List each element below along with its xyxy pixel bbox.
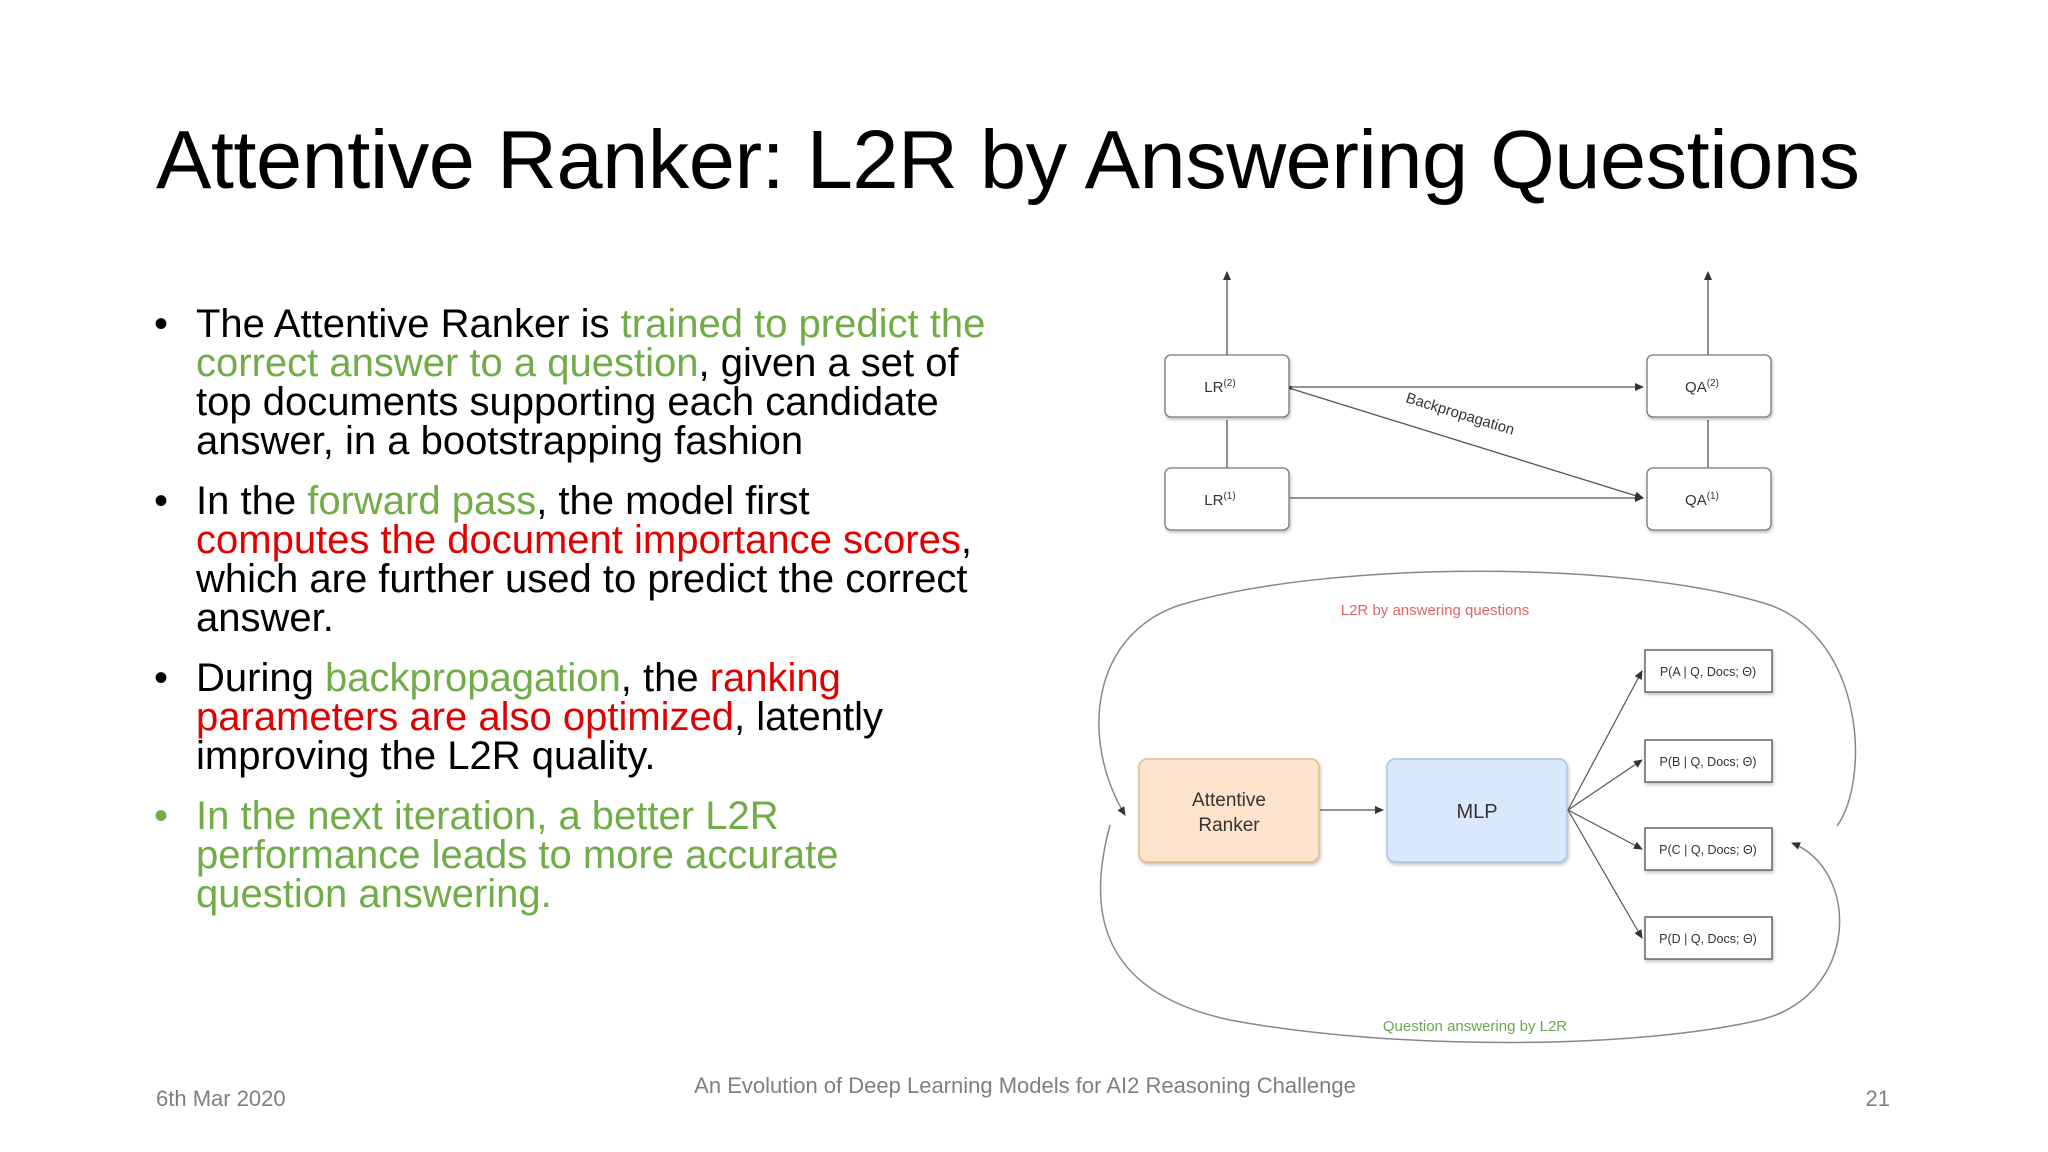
diagram: Backpropagation LR(2) LR(1) QA(2) QA(1) … (1098, 271, 1857, 1044)
bullet-text-segment: , given a set of top documents supportin… (196, 341, 959, 463)
mlp-out-d-arrow (1567, 809, 1643, 939)
loop-bottom (1099, 824, 1841, 1044)
slide-title: Attentive Ranker: L2R by Answering Quest… (156, 113, 1860, 206)
top-diagram: Backpropagation LR(2) LR(1) QA(2) QA(1) (1164, 271, 1772, 531)
qa1-node (1646, 467, 1772, 531)
bullet-text-segment: forward pass (307, 479, 537, 523)
bullet-text-segment: ranking parameters are also optimized (196, 656, 841, 739)
bullet-text-segment: , latently improving the L2R quality. (196, 695, 883, 778)
backprop-arrow (1283, 382, 1644, 500)
output-b-node (1644, 739, 1773, 783)
bullet-text-segment: During (196, 656, 325, 700)
bullet-text-segment: , which are further used to predict the … (196, 518, 972, 640)
qa1-label: QA(1) (1685, 491, 1719, 509)
qa2-node (1646, 354, 1772, 418)
bullet-text-segment: In the next iteration, a better L2R perf… (196, 794, 839, 916)
qa2-label: QA(2) (1685, 378, 1719, 396)
mlp-out-c-arrow (1567, 809, 1643, 850)
loop-top-label: L2R by answering questions (1341, 602, 1529, 619)
bullet-list: • The Attentive Ranker is trained to pred… (150, 302, 990, 935)
output-a-label: P(A | Q, Docs; Θ) (1660, 665, 1756, 679)
bullet-text-segment: In the (196, 479, 308, 523)
attentive-ranker-node (1138, 758, 1320, 863)
bullet-dot: • (154, 656, 169, 700)
bullet-item: • During backpropagation, the ranking par… (150, 656, 990, 778)
bullet-item: • In the next iteration, a better L2R per… (150, 794, 990, 916)
footer-date: 6th Mar 2020 (156, 1086, 286, 1111)
loop-bottom-label: Question answering by L2R (1383, 1018, 1567, 1035)
lr1-node (1164, 467, 1290, 531)
output-c-node (1644, 827, 1773, 871)
bullet-text-segment: , the (620, 656, 710, 700)
mlp-label: MLP (1456, 801, 1497, 823)
mlp-node (1386, 758, 1568, 863)
bullet-text-segment: computes the document importance scores (196, 518, 961, 562)
output-a-node (1644, 649, 1773, 693)
bullet-dot: • (154, 302, 169, 346)
ranker-line1: Attentive (1192, 790, 1266, 811)
loop-top (1098, 570, 1857, 827)
output-c-label: P(C | Q, Docs; Θ) (1659, 843, 1757, 857)
footer-presentation-title: An Evolution of Deep Learning Models for… (694, 1073, 1356, 1098)
backprop-label: Backpropagation (1404, 390, 1517, 439)
lr2-node (1164, 354, 1290, 418)
bullet-item: • In the forward pass, the model first co… (150, 479, 990, 640)
output-d-node (1644, 916, 1773, 960)
mlp-out-b-arrow (1567, 759, 1643, 811)
ranker-line2: Ranker (1198, 815, 1260, 836)
bullet-text-segment: backpropagation (324, 656, 621, 700)
bullet-text-segment: The Attentive Ranker is (196, 302, 621, 346)
bullet-dot: • (154, 794, 169, 838)
output-d-label: P(D | Q, Docs; Θ) (1659, 932, 1757, 946)
slide-number: 21 (1865, 1086, 1890, 1111)
bullet-text-segment: , the model first (536, 479, 810, 523)
mlp-out-a-arrow (1567, 670, 1643, 811)
bullet-text-segment: trained to predict the correct answer to… (196, 302, 986, 385)
bullet-dot: • (154, 479, 169, 523)
lr2-label: LR(2) (1204, 378, 1235, 396)
lr1-label: LR(1) (1204, 491, 1235, 509)
bullet-item: • The Attentive Ranker is trained to pred… (150, 302, 990, 463)
output-b-label: P(B | Q, Docs; Θ) (1659, 755, 1756, 769)
bottom-diagram: L2R by answering questions Question answ… (1098, 570, 1857, 1044)
